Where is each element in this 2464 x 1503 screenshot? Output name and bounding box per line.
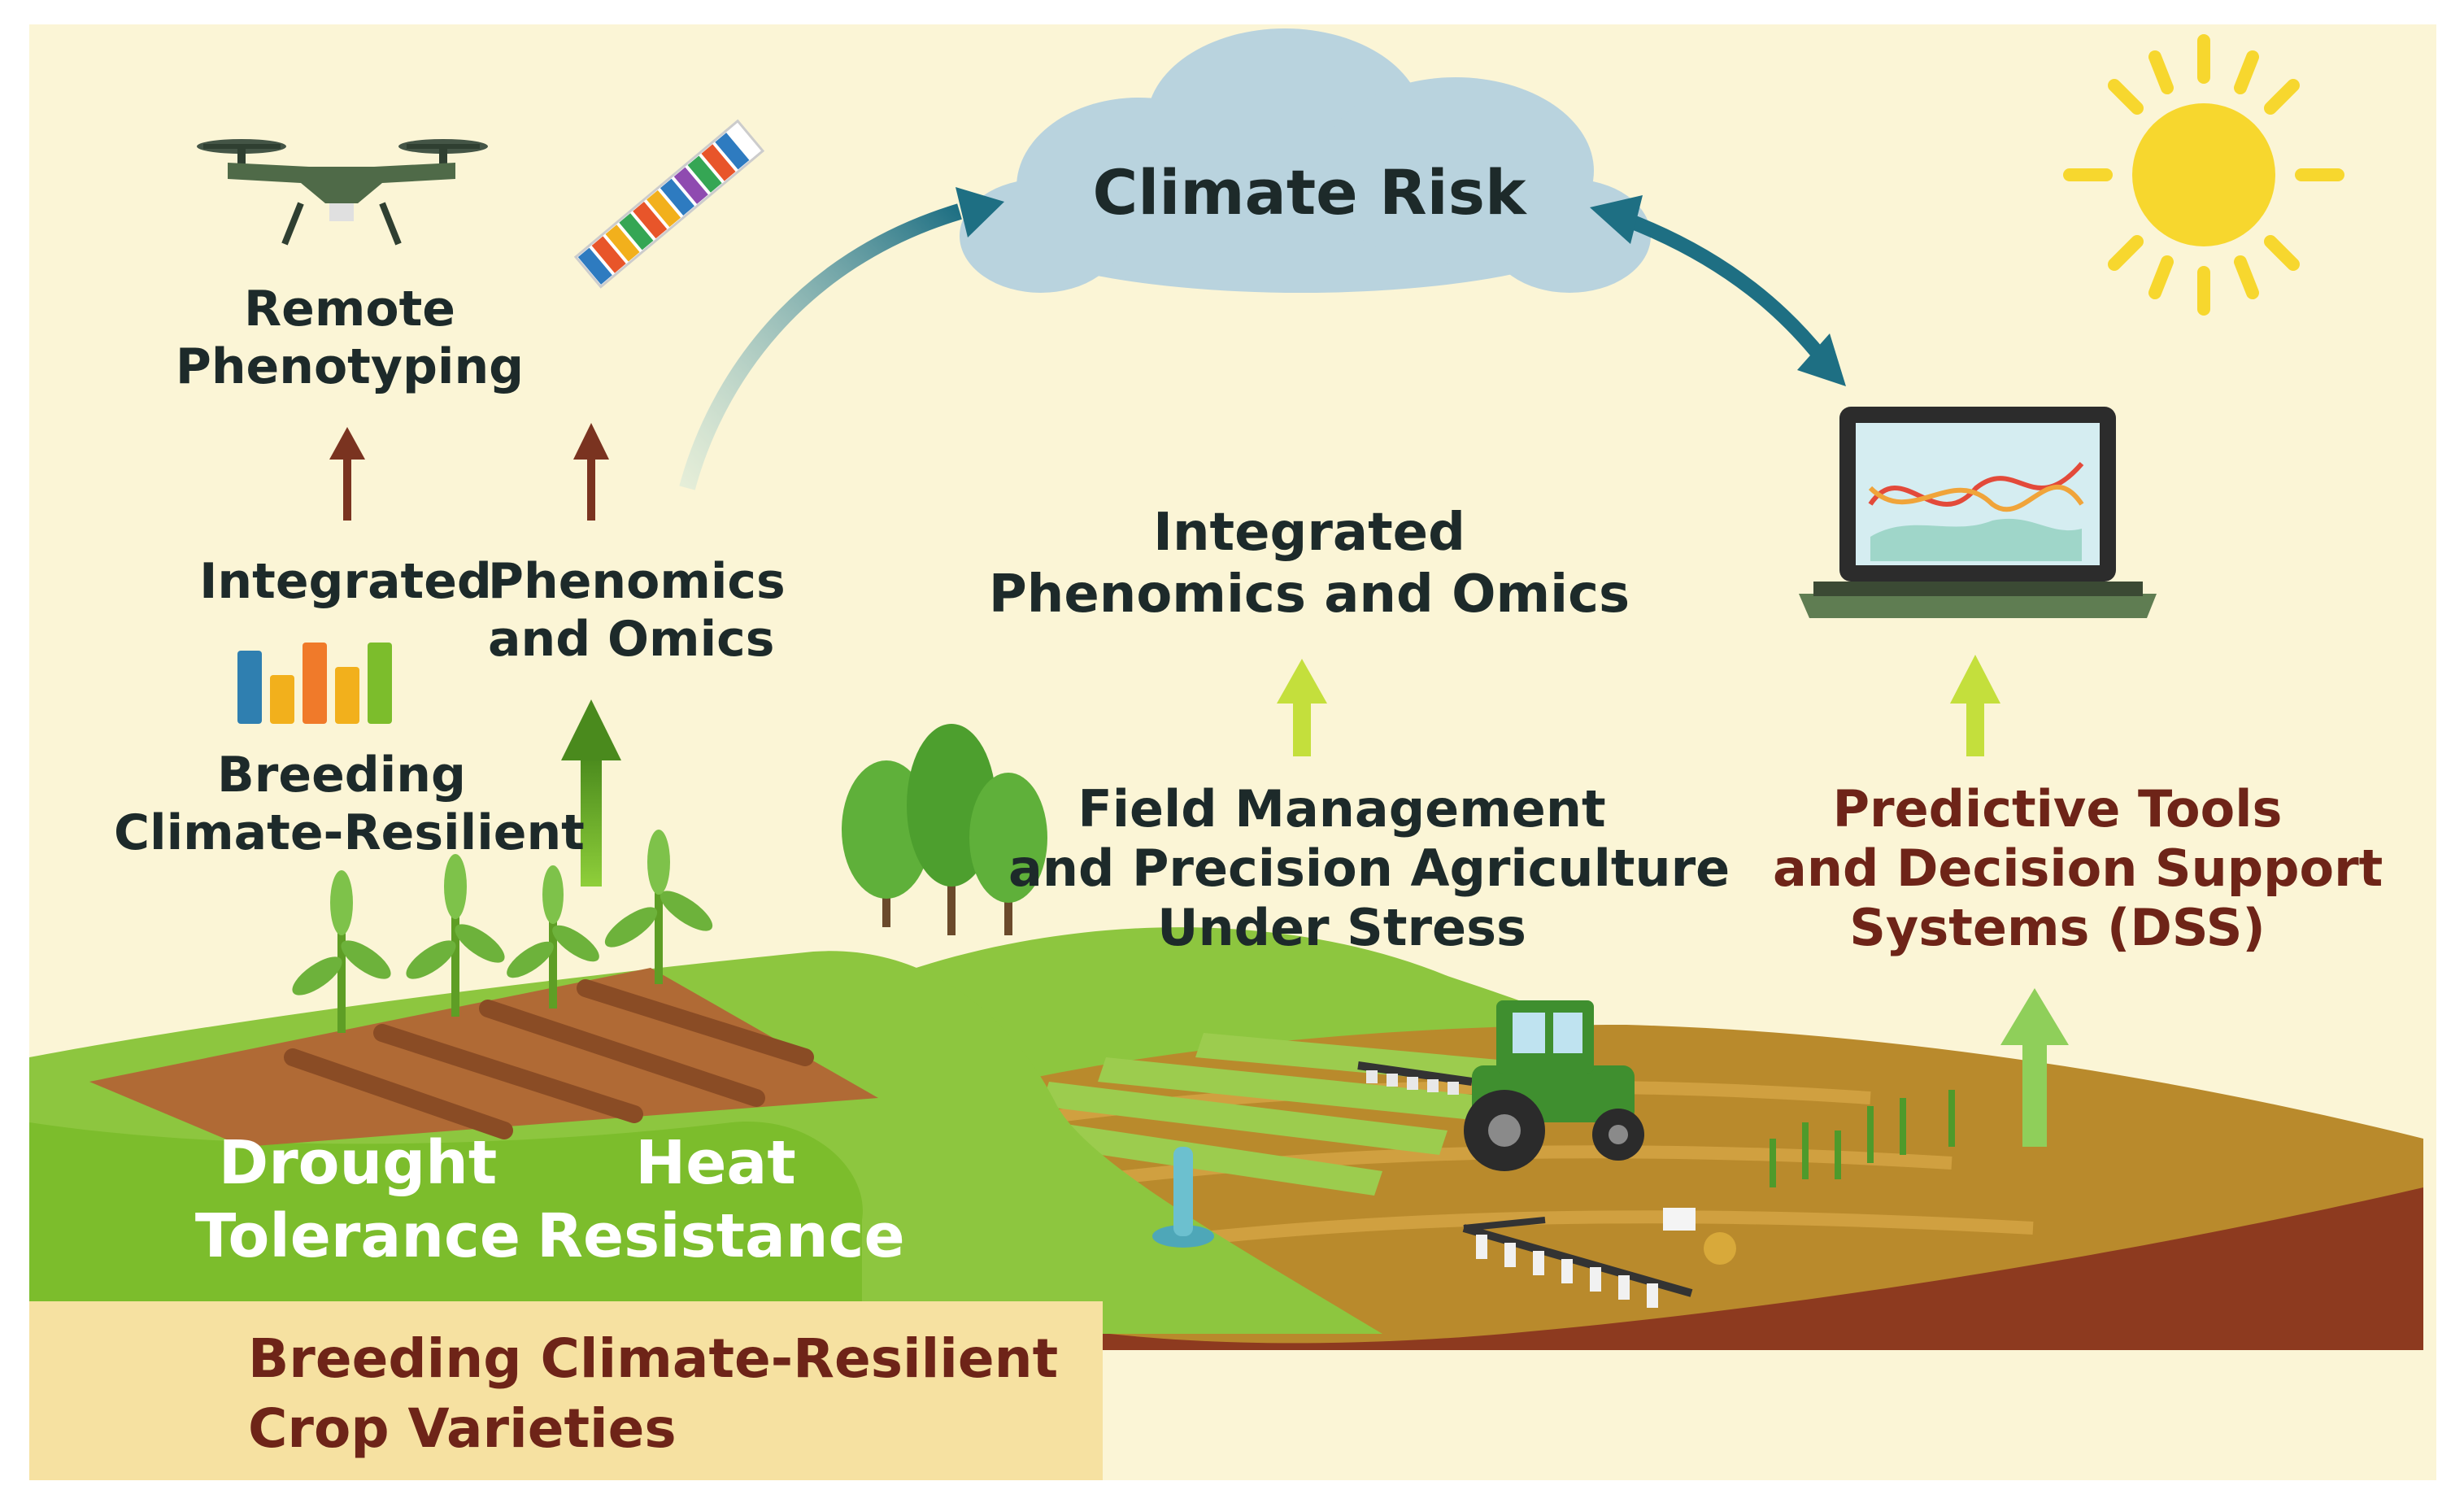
field-management-label: Field Management and Precision Agricultu… [1008, 779, 1730, 958]
trees-icon [842, 724, 1047, 935]
integrated-label: Integrated [199, 553, 492, 610]
heat-resistance-label: Heat Resistance [537, 1128, 905, 1272]
banner-panel [29, 1301, 1103, 1480]
arrow-predictive-to-laptop [1950, 655, 2000, 756]
arrow-phenomics-to-dna [573, 423, 609, 521]
arrow-seedlings-to-phenomics [561, 699, 621, 887]
arrow-phenomics-to-climate [679, 187, 1004, 490]
cloud-icon [960, 28, 1651, 293]
bar-chart-icon [237, 643, 392, 724]
sprayer-icon [1462, 1208, 1736, 1308]
remote-phenotyping-label: Remote Phenotyping [175, 281, 525, 395]
sensor-icon [1152, 1147, 1214, 1248]
seedlings-icon [292, 830, 713, 1033]
sun-icon [2063, 34, 2344, 316]
laptop-chart-icon [1799, 407, 2157, 618]
arrow-integrated-to-remote [329, 427, 365, 521]
phenomics-omics-left-label: Phenomics and Omics [488, 553, 786, 668]
drought-tolerance-label: Drought Tolerance [194, 1128, 521, 1272]
dna-sequence-icon [573, 119, 765, 289]
drone-icon [197, 139, 488, 246]
banner-label: Breeding Climate-Resilient Crop Varietie… [248, 1327, 1059, 1460]
arrow-climate-laptop-bidirectional [1590, 195, 1846, 386]
predictive-tools-label: Predictive Tools and Decision Support Sy… [1773, 779, 2383, 958]
soil-furrows [284, 979, 814, 1139]
breeding-left-label: Breeding Climate-Resilient [114, 747, 585, 861]
tractor-icon [1357, 1000, 1644, 1171]
field-seedlings [1770, 1090, 1955, 1187]
arrow-field-to-integrated [1277, 659, 1327, 756]
climate-risk-label: Climate Risk [1092, 156, 1526, 229]
green-hill-front [29, 1122, 863, 1334]
integrated-phenomics-center-label: Integrated Phenomics and Omics [988, 503, 1630, 625]
arrow-field-to-predictive [2000, 988, 2069, 1147]
